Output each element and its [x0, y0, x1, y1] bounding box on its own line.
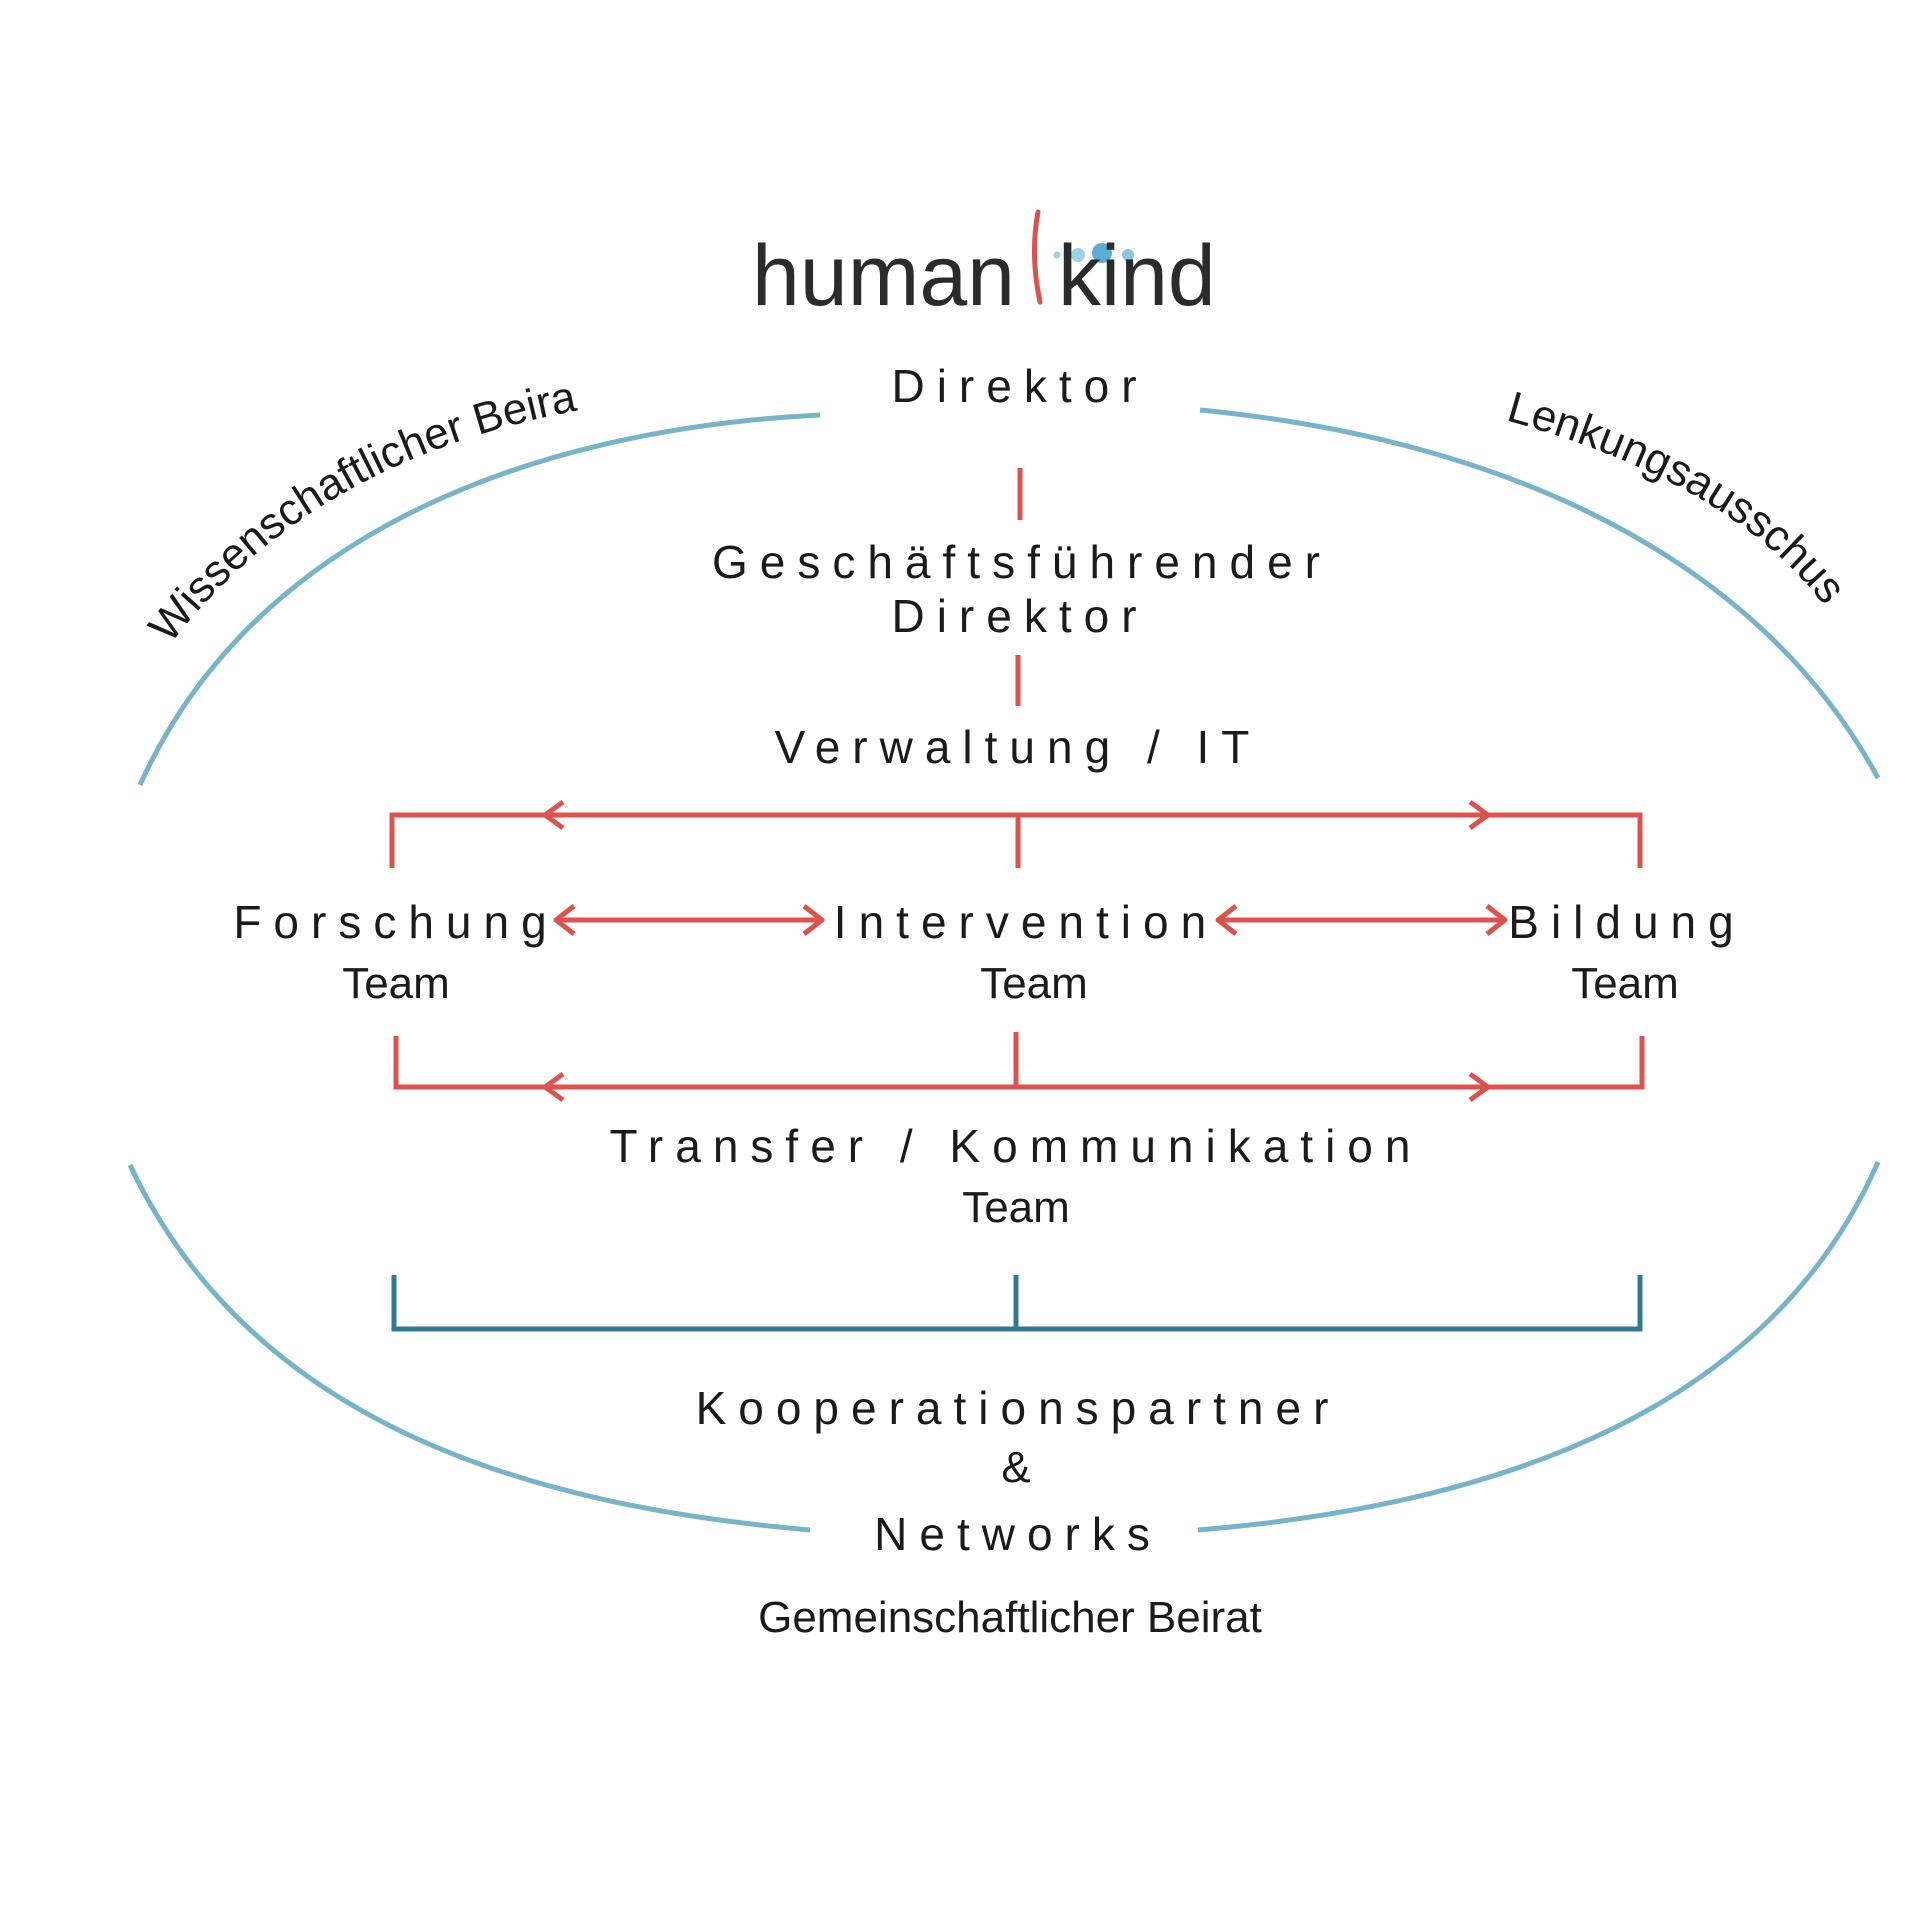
bottom-right-arc	[1197, 1161, 1881, 1533]
node-intervention: Intervention	[834, 896, 1218, 948]
humankind-logo: human kind	[752, 209, 1216, 324]
upper-arrow-left-head	[542, 799, 565, 831]
top-left-arc	[137, 412, 821, 787]
outer-ellipse	[127, 407, 1881, 1533]
node-research: Forschung	[233, 896, 558, 948]
node-transfer: Transfer / Kommunikation	[610, 1120, 1423, 1172]
label-scientific-board: Wissenschaftlicher Beirat	[0, 0, 580, 651]
node-partners-line1: Kooperationspartner	[696, 1382, 1341, 1434]
logo-dot-1	[1053, 251, 1061, 259]
upper-arrow-right-head	[1468, 799, 1491, 831]
teal-bracket	[391, 1275, 1643, 1332]
logo-dot-4	[1122, 249, 1134, 261]
arrow-research-intervention	[553, 904, 825, 936]
node-managing-director-line1: Geschäftsführender	[712, 536, 1332, 588]
top-right-arc	[1199, 407, 1881, 780]
node-intervention-team: Team	[980, 959, 1088, 1008]
lower-arrow-left-head	[542, 1071, 565, 1103]
node-partners-line3: Networks	[874, 1508, 1162, 1560]
node-education: Bildung	[1508, 896, 1745, 948]
node-education-team: Team	[1571, 959, 1679, 1008]
node-administration: Verwaltung / IT	[775, 721, 1262, 773]
logo-text-human: human	[752, 228, 1015, 324]
logo-dot-2	[1071, 248, 1085, 262]
node-partners-line2: &	[1001, 1443, 1030, 1492]
node-transfer-team: Team	[962, 1183, 1070, 1232]
logo-text-kind: kind	[1058, 228, 1216, 324]
bottom-left-arc	[127, 1163, 811, 1533]
arrow-intervention-education	[1215, 904, 1508, 936]
logo-dot-3	[1092, 243, 1112, 263]
logo-red-mark	[1031, 209, 1043, 305]
node-managing-director-line2: Direktor	[891, 590, 1148, 642]
lower-bracket	[393, 1032, 1645, 1103]
node-director: Direktor	[891, 360, 1148, 412]
upper-bracket	[389, 799, 1643, 868]
node-research-team: Team	[342, 959, 450, 1008]
label-community-board: Gemeinschaftlicher Beirat	[758, 1593, 1262, 1642]
lower-arrow-right-head	[1468, 1071, 1491, 1103]
